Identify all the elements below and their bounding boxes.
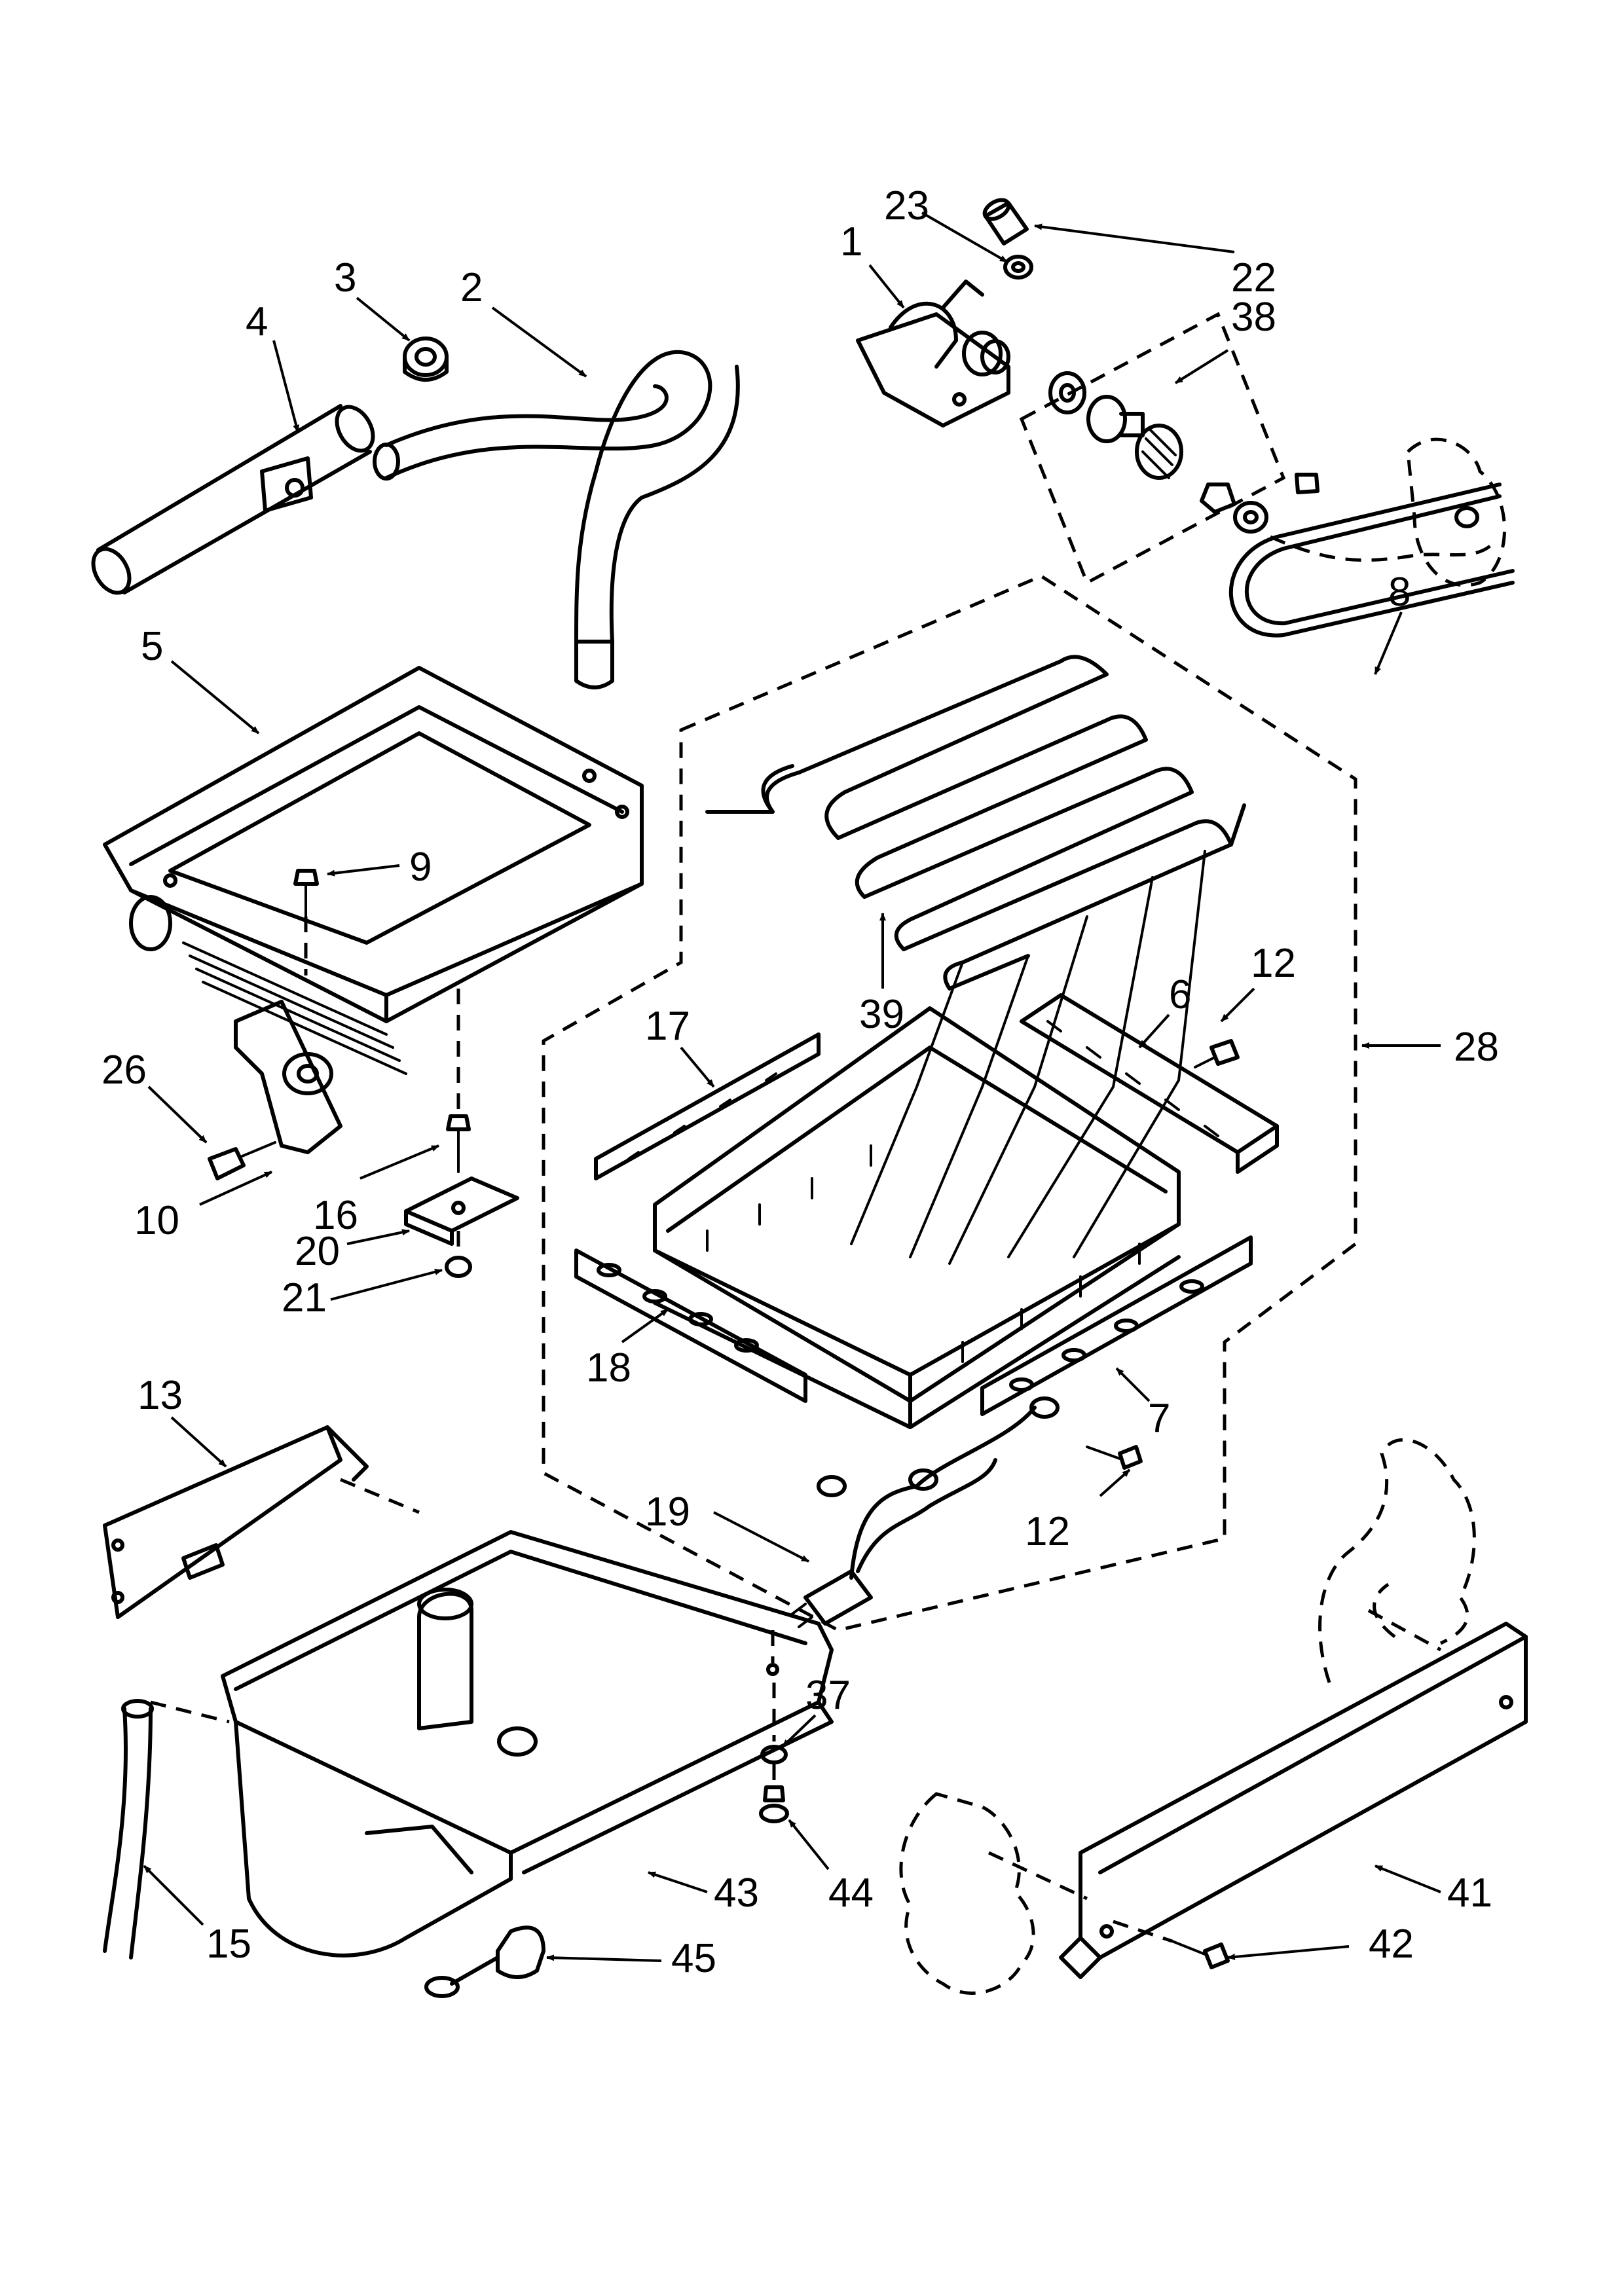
callout-16: 16 [313,1193,358,1238]
part-45-cap [424,1925,545,1998]
callout-13: 13 [138,1373,183,1418]
callout-9: 9 [409,845,432,890]
callout-20: 20 [295,1229,340,1274]
callout-7: 7 [1148,1396,1170,1441]
callout-6: 6 [1169,972,1191,1017]
callout-8: 8 [1388,570,1411,615]
cabinet-outline-left [899,1792,1088,1995]
part-18-rail [574,1248,807,1403]
part-39-heater-element [705,655,1246,1265]
callout-22: 22 [1231,255,1276,301]
part-38-fitting-kit [1019,312,1286,585]
part-20-clip [404,1176,519,1246]
part-12-screw-b [1086,1445,1143,1470]
bracket-alignment-line [340,1478,420,1514]
callout-3: 3 [334,255,356,301]
part-19-wire-harness [791,1396,1060,1628]
part-23-washer [1003,255,1033,280]
part-41-kick-plate [1059,1622,1528,1979]
part-5-evaporator-pan [103,666,644,1075]
callout-15: 15 [206,1922,251,1967]
part-1-water-valve [856,280,1010,428]
part-7-rail [980,1235,1253,1416]
part-26-screw [208,1141,276,1180]
part-16-screw [446,989,471,1173]
part-2-fill-hose [373,350,740,689]
callout-26: 26 [101,1048,147,1093]
callout-44: 44 [828,1870,874,1916]
part-44-screw [759,1764,789,1823]
part-21-nut [445,1231,472,1278]
callout-39: 39 [859,992,904,1037]
callout-4: 4 [246,299,268,344]
callout-17: 17 [645,1004,690,1049]
part-3-grommet [403,337,449,382]
part-43-ice-bin [221,1530,834,1958]
callout-1: 1 [840,219,862,264]
callout-12-a: 12 [1251,941,1296,986]
callout-23: 23 [884,183,929,228]
part-28-ice-maker-assembly [542,574,1357,1632]
part-12-screw-a [1194,1039,1240,1068]
callout-21: 21 [282,1275,327,1321]
callout-37: 37 [805,1673,851,1718]
callout-41: 41 [1447,1870,1492,1916]
part-15-drain-hose [103,1699,230,1959]
part-13-bracket [103,1425,369,1619]
callout-leaders [143,211,1441,1962]
part-8-water-tube [1228,473,1515,638]
callout-19: 19 [645,1489,690,1535]
callout-38: 38 [1231,295,1276,340]
callout-18: 18 [586,1345,631,1391]
callout-28: 28 [1454,1025,1499,1070]
water-line-connection [1269,437,1506,587]
part-4-tube [91,404,375,595]
part-10-heater-bracket [234,1000,342,1154]
callout-labels: 1 2 3 4 5 6 7 8 9 10 12 12 13 15 16 17 1… [101,183,1499,1981]
callout-10: 10 [134,1198,179,1243]
callout-2: 2 [460,265,483,310]
callout-5: 5 [141,624,163,669]
callout-45: 45 [671,1936,716,1981]
part-6-rail [1020,993,1279,1174]
part-42-screw [1113,1920,1230,1969]
callout-42: 42 [1369,1922,1414,1967]
part-17-rail [594,1032,821,1180]
part-37-washer [760,1683,788,1764]
part-22-cap [982,198,1029,246]
callout-12-b: 12 [1025,1509,1070,1554]
ice-mold-frame [653,1006,1181,1429]
callout-43: 43 [714,1870,759,1916]
cabinet-outline-right [1318,1438,1476,1683]
part-9-screw [293,869,319,975]
